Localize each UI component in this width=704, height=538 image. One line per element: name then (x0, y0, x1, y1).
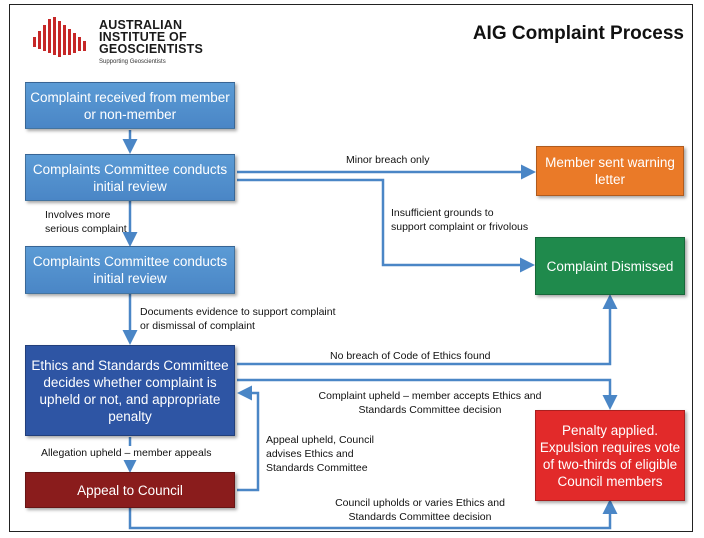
label-council-upholds: Council upholds or varies Ethics and Sta… (335, 497, 505, 523)
box-initial-review-1: Complaints Committee conducts initial re… (25, 154, 235, 201)
box-complaint-received: Complaint received from member or non-me… (25, 82, 235, 129)
logo-line-1: AUSTRALIAN (99, 18, 183, 32)
label-appeal-upheld: Appeal upheld, Council advises Ethics an… (266, 434, 374, 474)
box-penalty-applied: Penalty applied. Expulsion requires vote… (535, 410, 685, 501)
box-complaint-dismissed: Complaint Dismissed (535, 237, 685, 295)
label-upheld-accepts: Complaint upheld – member accepts Ethics… (318, 390, 542, 416)
box-initial-review-2: Complaints Committee conducts initial re… (25, 246, 235, 294)
label-insufficient-grounds: Insufficient grounds to support complain… (391, 207, 529, 233)
label-minor-breach: Minor breach only (346, 154, 430, 166)
arrow-to-dismissed (237, 178, 535, 273)
label-no-breach: No breach of Code of Ethics found (330, 350, 491, 362)
box-warning-letter: Member sent warning letter (536, 146, 684, 196)
label-documents-evidence: Documents evidence to support complaint … (140, 306, 336, 332)
box-ethics-committee: Ethics and Standards Committee decides w… (25, 345, 235, 436)
logo-line-3: GEOSCIENTISTS (99, 42, 204, 56)
logo-line-2: INSTITUTE OF (99, 30, 187, 44)
logo-wordmark: AUSTRALIAN INSTITUTE OF GEOSCIENTISTS (99, 18, 204, 56)
arrow-council-upholds (128, 499, 618, 530)
arrow-appeal-upheld (237, 385, 260, 492)
label-allegation-upheld: Allegation upheld – member appeals (40, 446, 213, 460)
arrow-no-breach (237, 294, 618, 366)
label-serious-complaint: Involves more serious complaint (45, 209, 127, 235)
logo-tagline: Supporting Geoscientists (99, 59, 166, 65)
page-title: AIG Complaint Process (472, 23, 684, 44)
aig-logo: AUSTRALIAN INSTITUTE OF GEOSCIENTISTS Su… (31, 15, 221, 67)
logo-bars-icon (33, 17, 86, 57)
box-appeal-to-council: Appeal to Council (25, 472, 235, 508)
arrow-upheld-accepts (237, 378, 618, 410)
